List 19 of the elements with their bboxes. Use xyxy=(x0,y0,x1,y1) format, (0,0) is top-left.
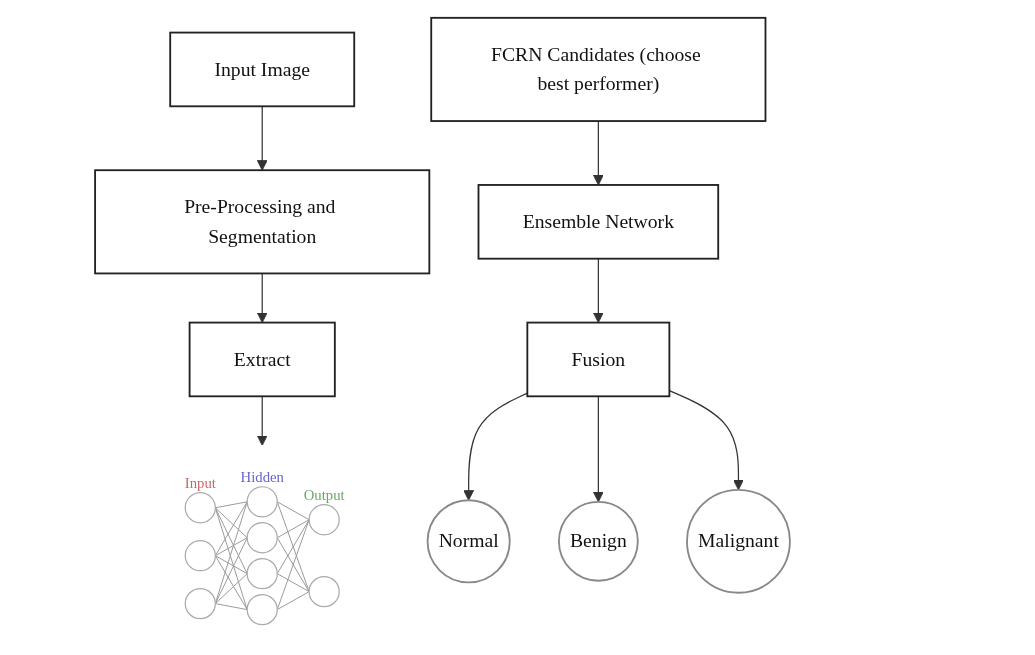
arrow xyxy=(592,395,604,503)
arrow xyxy=(256,272,268,324)
arrow xyxy=(463,392,528,501)
node-box: Fusion xyxy=(526,321,671,398)
arrow xyxy=(256,395,268,446)
arrow xyxy=(592,258,604,324)
node-circle: Benign xyxy=(558,500,639,582)
layer-label: Output xyxy=(303,486,345,503)
node-circle: Malignant xyxy=(686,488,791,594)
node-box: Pre-Processing and Segmentation xyxy=(94,169,431,275)
node-box: FCRN Candidates (choose best performer) xyxy=(430,16,767,122)
node-box: Extract xyxy=(188,321,336,398)
layer-label: Input xyxy=(184,474,216,491)
arrow xyxy=(256,105,268,171)
node-circle: Normal xyxy=(426,499,511,584)
arrow xyxy=(592,120,604,186)
node-box: Ensemble Network xyxy=(477,184,720,260)
layer-label: Hidden xyxy=(240,468,284,485)
node-box: Input Image xyxy=(169,31,356,108)
